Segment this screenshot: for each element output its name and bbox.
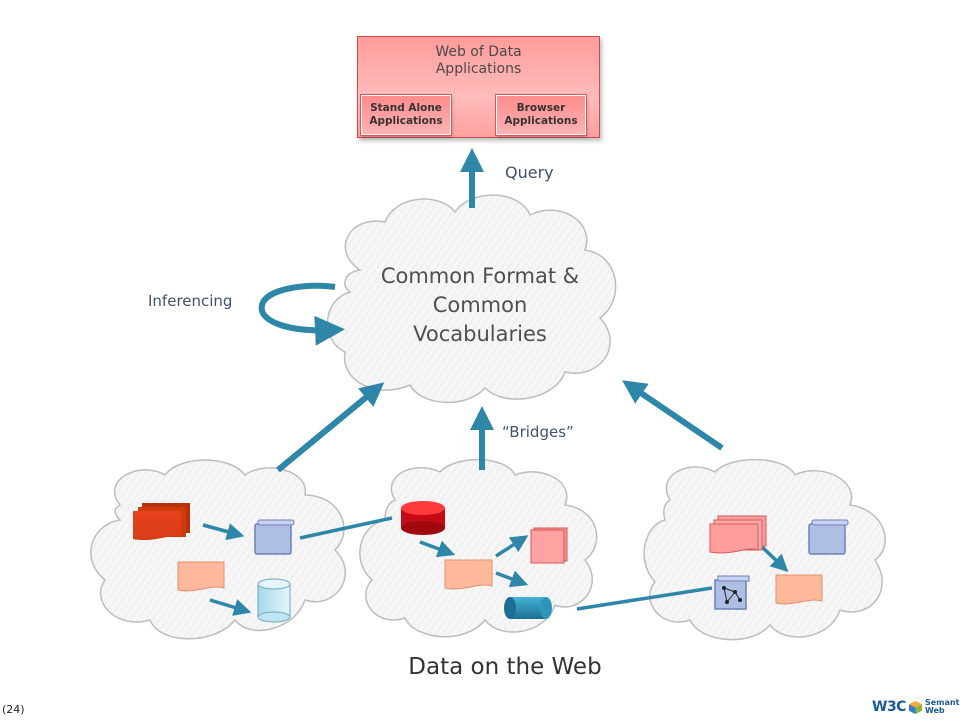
pink-document-stack-icon xyxy=(530,527,568,564)
red-document-stack-icon xyxy=(133,503,190,540)
central-text-line1: Common Format & xyxy=(380,264,580,288)
blue-scroll-document-right-icon xyxy=(808,519,849,555)
query-label: Query xyxy=(505,163,554,182)
inferencing-label: Inferencing xyxy=(148,292,233,310)
logo-line2: Web xyxy=(924,706,945,715)
w3c-semantic-web-logo: W3C Semantic Web xyxy=(872,697,960,717)
salmon-document-icon xyxy=(177,561,225,592)
inferencing-loop-arrow xyxy=(258,282,345,346)
pink-document-stack-right-icon xyxy=(709,515,767,554)
bridges-label: “Bridges” xyxy=(502,423,574,441)
common-format-vocabularies-text: Common Format & Common Vocabularies xyxy=(355,262,605,349)
w3c-logo-text: W3C xyxy=(872,699,906,715)
left-data-cloud xyxy=(90,459,346,640)
light-blue-database-icon xyxy=(257,578,291,623)
salmon-document-middle-icon xyxy=(444,559,493,590)
teal-database-icon xyxy=(504,597,552,619)
central-text-line2: Common xyxy=(432,293,528,317)
red-database-icon xyxy=(401,501,445,535)
central-text-line3: Vocabularies xyxy=(413,322,547,346)
logo-line1: Semantic xyxy=(924,698,960,707)
graph-document-icon xyxy=(714,575,750,610)
stand-alone-line1: Stand Alone xyxy=(370,102,442,114)
semantic-web-cube-icon xyxy=(908,700,923,714)
left-bridge-arrow xyxy=(276,382,385,473)
apps-box-title-line2: Applications xyxy=(435,61,522,77)
browser-line2: Applications xyxy=(504,115,578,127)
page-number: (24) xyxy=(2,703,25,716)
semantic-web-logo-text: Semantic Web xyxy=(925,699,960,715)
right-bridge-arrow xyxy=(622,380,724,451)
data-on-the-web-caption: Data on the Web xyxy=(408,654,602,680)
blue-scroll-document-icon xyxy=(254,519,295,555)
stand-alone-line2: Applications xyxy=(369,115,443,127)
browser-line1: Browser xyxy=(516,102,566,114)
central-cloud xyxy=(326,194,617,403)
apps-box-title-line1: Web of Data xyxy=(435,44,522,60)
apps-box-title: Web of Data Applications xyxy=(358,44,599,78)
salmon-document-right-icon xyxy=(775,574,823,605)
link-arrows xyxy=(202,516,789,616)
